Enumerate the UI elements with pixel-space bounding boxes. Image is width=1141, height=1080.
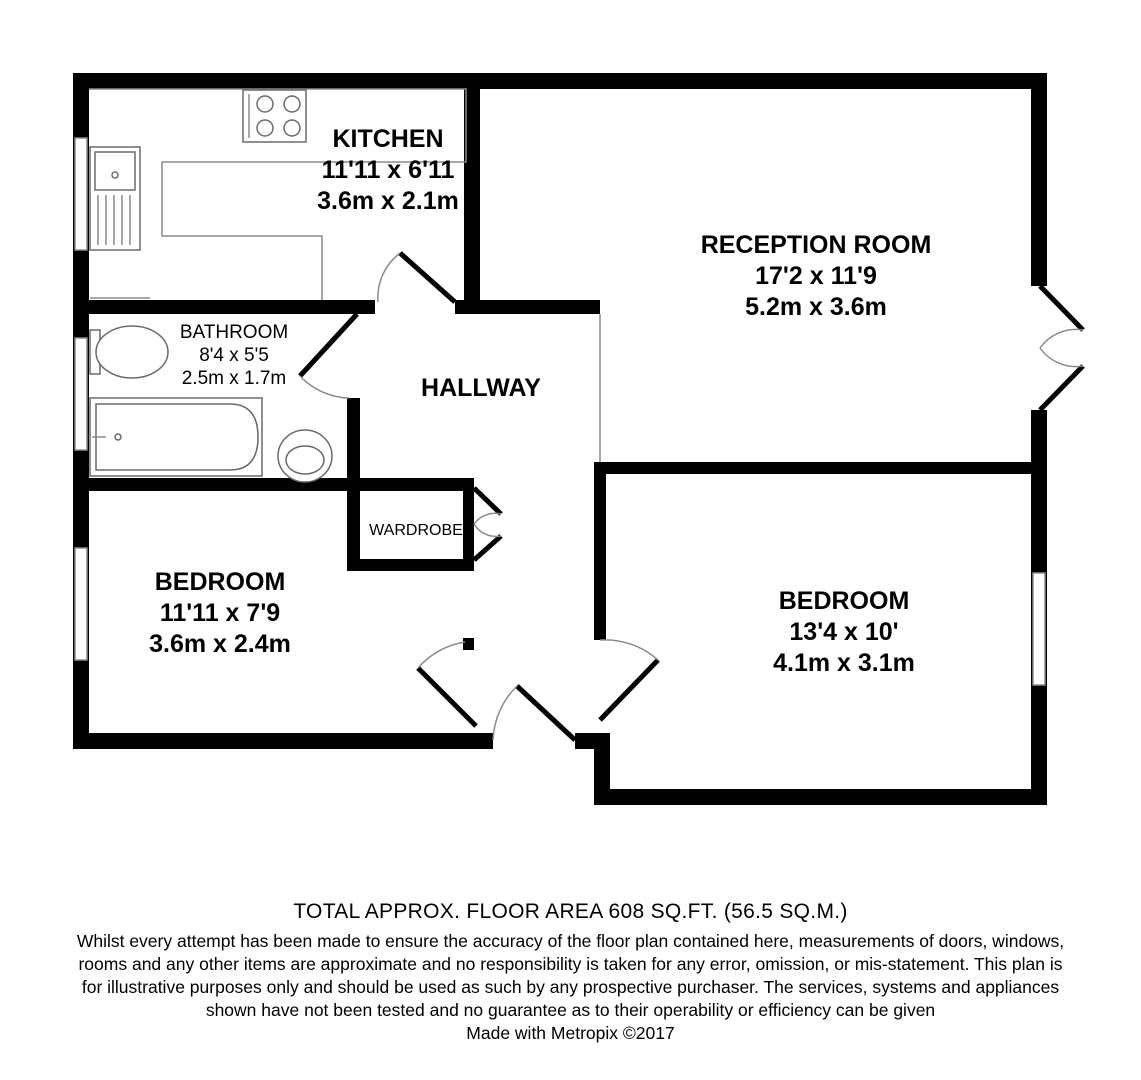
made-with-credit: Made with Metropix ©2017 [466,1023,675,1043]
toilet-bowl [95,325,169,379]
kitchen-fittings [89,88,467,300]
wardrobe-name: WARDROBE [369,522,463,539]
bathroom-name: BATHROOM [180,322,288,343]
kitchen-imperial: 11'11 x 6'11 [322,156,455,184]
reception-name: RECEPTION ROOM [701,231,932,259]
total-floor-area: TOTAL APPROX. FLOOR AREA 608 SQ.FT. (56.… [293,900,848,923]
room-label-bedroom-right: BEDROOM 13'4 x 10' 4.1m x 3.1m [773,587,915,677]
bedroom1-imperial: 11'11 x 7'9 [160,599,280,627]
kitchen-metric: 3.6m x 2.1m [317,187,459,215]
kitchen-name: KITCHEN [332,125,443,153]
room-label-kitchen: KITCHEN 11'11 x 6'11 3.6m x 2.1m [317,125,459,215]
hallway-name: HALLWAY [421,374,541,402]
bathroom-fittings [89,325,333,483]
windows [74,137,1046,686]
bathroom-imperial: 8'4 x 5'5 [199,345,269,366]
footer: TOTAL APPROX. FLOOR AREA 608 SQ.FT. (56.… [0,900,1141,1045]
disclaimer: Whilst every attempt has been made to en… [76,931,1065,1020]
bedroom2-name: BEDROOM [779,587,910,615]
room-label-reception: RECEPTION ROOM 17'2 x 11'9 5.2m x 3.6m [701,231,932,321]
bedroom2-metric: 4.1m x 3.1m [773,649,915,677]
reception-metric: 5.2m x 3.6m [745,293,887,321]
room-label-bathroom: BATHROOM 8'4 x 5'5 2.5m x 1.7m [180,322,288,389]
interior-walls [73,73,1032,650]
bedroom1-metric: 3.6m x 2.4m [149,630,291,658]
bathroom-metric: 2.5m x 1.7m [182,368,287,389]
reception-imperial: 17'2 x 11'9 [755,262,877,290]
bathroom-window [74,337,88,451]
kitchen-window [74,137,88,251]
bedroom-window-left [74,547,88,661]
bedroom1-name: BEDROOM [155,568,286,596]
room-label-bedroom-left: BEDROOM 11'11 x 7'9 3.6m x 2.4m [149,568,291,658]
bedroom-window-right [1032,572,1046,686]
doors [298,251,1085,742]
floor-plan: KITCHEN 11'11 x 6'11 3.6m x 2.1m RECEPTI… [73,73,1085,805]
bedroom2-imperial: 13'4 x 10' [789,618,898,646]
